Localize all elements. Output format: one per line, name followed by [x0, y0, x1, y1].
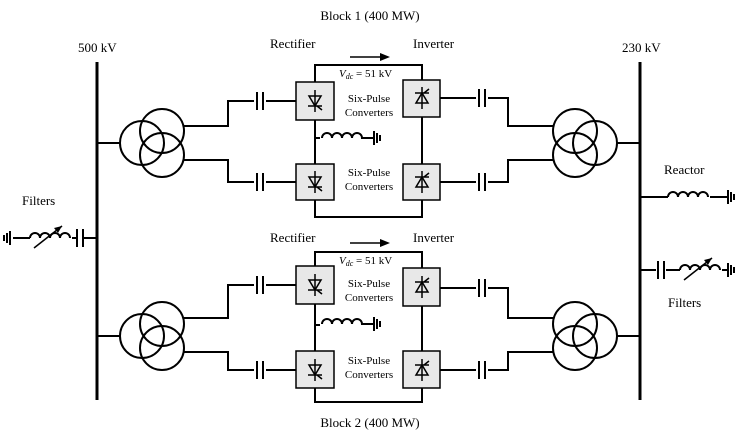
block2-rectifier-label: Rectifier: [270, 230, 316, 245]
block2-conv-bot-label-1: Six-Pulse: [348, 355, 390, 367]
left-filter: Filters: [3, 193, 98, 249]
block2-conv-top-label-2: Converters: [345, 292, 393, 304]
block2-conv-bot-label-2: Converters: [345, 369, 393, 381]
block2-current-arrow: [350, 239, 390, 247]
block1-rectifier-label: Rectifier: [270, 36, 316, 51]
block1-title: Block 1 (400 MW): [320, 8, 419, 23]
block1-current-arrow: [350, 53, 390, 61]
right-filter: Filters: [639, 257, 735, 310]
block1-conv-top-label-2: Converters: [345, 107, 393, 119]
block2-inverter-top: [402, 267, 441, 307]
reactor-label: Reactor: [664, 162, 705, 177]
block2: Rectifier Inverter Vdc = 51 kV Six-Pulse…: [96, 230, 641, 403]
right-reactor: Reactor: [639, 162, 735, 205]
block1-conv-bot-label-1: Six-Pulse: [348, 167, 390, 179]
block1-conv-bot-label-2: Converters: [345, 181, 393, 193]
block1: Rectifier Inverter Vdc = 51 kV Six-Pulse…: [96, 36, 641, 218]
bus-500kv-label: 500 kV: [78, 40, 117, 55]
bus-230kv-label: 230 kV: [622, 40, 661, 55]
block2-inverter-label: Inverter: [413, 230, 455, 245]
block1-inverter-label: Inverter: [413, 36, 455, 51]
filters-left-label: Filters: [22, 193, 55, 208]
block1-vdc-label: Vdc = 51 kV: [339, 68, 392, 81]
block2-conv-top-label-1: Six-Pulse: [348, 278, 390, 290]
block1-conv-top-label-1: Six-Pulse: [348, 93, 390, 105]
block2-vdc-label: Vdc = 51 kV: [339, 255, 392, 268]
block2-title: Block 2 (400 MW): [320, 415, 419, 430]
filters-right-label: Filters: [668, 295, 701, 310]
